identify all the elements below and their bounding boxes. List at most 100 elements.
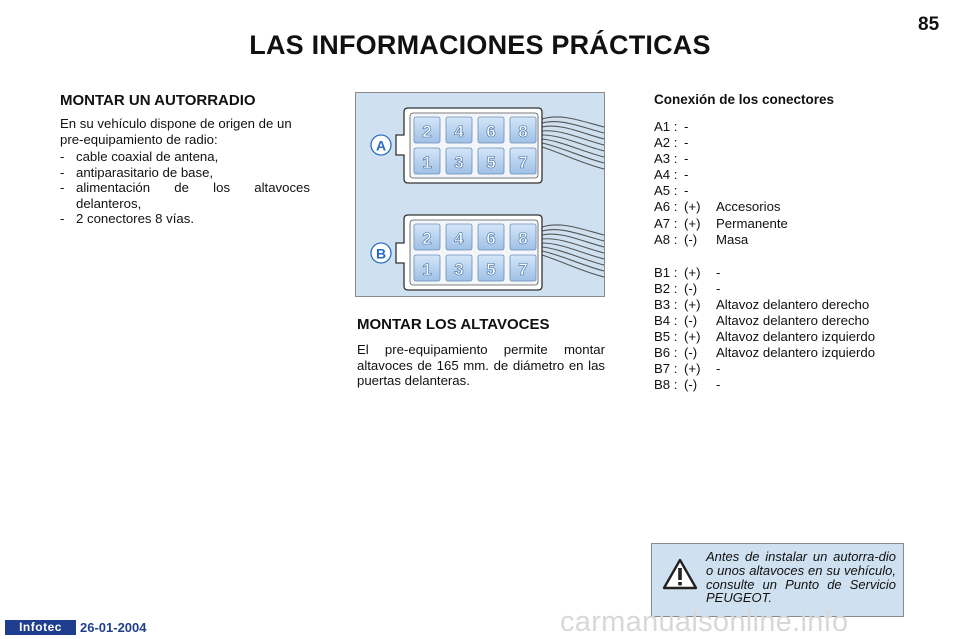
pin-a-2: 2	[422, 122, 431, 141]
conn-desc: -	[716, 264, 721, 280]
table-row: B7 : (+)-	[654, 361, 914, 377]
table-row: A3 :-	[654, 151, 914, 167]
table-row: A2 :-	[654, 135, 914, 151]
page-number: 85	[918, 14, 940, 35]
table-row: A8 :(-)Masa	[654, 232, 914, 248]
conn-polarity: (+)	[684, 361, 701, 377]
list-item: cable coaxial de antena,	[60, 149, 310, 165]
connector-diagram: 2 4 6 8 1 3 5 7 2 4 6 8 1 3 5 7 A B	[370, 107, 605, 291]
conn-id: B2 :	[654, 280, 678, 296]
connector-label-a-text: A	[376, 138, 386, 154]
conn-polarity: (-)	[684, 313, 698, 329]
connections-title: Conexión de los conectores	[654, 92, 835, 107]
connector-figure: 2 4 6 8 1 3 5 7 2 4 6 8 1 3 5 7 A B	[355, 92, 605, 297]
conn-id: B4 :	[654, 313, 678, 329]
conn-id: A4 :	[654, 167, 678, 183]
conn-desc: Altavoz delantero derecho	[716, 313, 870, 329]
pin-a-1: 1	[422, 153, 431, 172]
conn-polarity: (-)	[684, 280, 698, 296]
pin-b-1: 1	[422, 260, 431, 279]
pin-b-3: 3	[454, 260, 463, 279]
warning-triangle-icon	[662, 558, 698, 595]
list-item: antiparasitario de base,	[60, 165, 310, 181]
conn-desc: Accesorios	[716, 199, 781, 215]
conn-desc: Altavoz delantero derecho	[716, 296, 870, 312]
conn-id: A1 :	[654, 119, 678, 134]
conn-desc: -	[716, 280, 721, 296]
conn-polarity: -	[684, 183, 689, 199]
table-row: A7 : (+) Permanente	[654, 216, 914, 232]
table-row: A6 : (+) Accesorios	[654, 199, 914, 215]
conn-id: A8 :	[654, 231, 678, 247]
pin-b-5: 5	[486, 260, 495, 279]
conn-id: A3 :	[654, 151, 678, 167]
conn-polarity: -	[684, 119, 689, 134]
table-row: B2 : (-) -	[654, 281, 914, 297]
conn-polarity: (-)	[684, 377, 698, 393]
table-row: B1 : (+)-	[654, 265, 914, 281]
conn-desc: Masa	[716, 231, 749, 247]
pins-a	[413, 116, 537, 175]
conn-id: B7 :	[654, 361, 678, 377]
conn-polarity: (+)	[684, 329, 701, 345]
table-row: B6 : (-) Altavoz delantero izquierdo	[654, 345, 914, 361]
infotec-logo: Infotec	[5, 620, 76, 635]
conn-desc: -	[716, 361, 721, 377]
pin-a-7: 7	[518, 153, 527, 172]
wires-b	[541, 224, 605, 278]
warning-text: Antes de instalar un autorra-dio o unos …	[706, 549, 896, 606]
group-spacer	[654, 248, 914, 265]
conn-polarity: -	[684, 151, 689, 167]
wires-a	[541, 116, 605, 170]
radio-section-intro: En su vehículo dispone de origen de un p…	[60, 116, 292, 147]
conn-id: B6 :	[654, 345, 678, 361]
radio-section: MONTAR UN AUTORRADIO En su vehículo disp…	[60, 92, 310, 227]
connections-list: A1 :- A2 :- A3 :- A4 :- A5 :- A6 :(+)Acc…	[654, 119, 914, 394]
table-row: A4 :-	[654, 167, 914, 183]
speakers-section: MONTAR LOS ALTAVOCES El pre-equipamiento…	[357, 316, 605, 389]
conn-desc: Altavoz delantero izquierdo	[716, 329, 876, 345]
conn-id: B3 :	[654, 296, 678, 312]
pin-a-3: 3	[454, 153, 463, 172]
speakers-section-title: MONTAR LOS ALTAVOCES	[357, 316, 550, 333]
conn-id: A6 :	[654, 199, 678, 215]
conn-polarity: (+)	[684, 264, 701, 280]
conn-polarity: -	[684, 167, 689, 183]
conn-id: A5 :	[654, 183, 678, 199]
conn-desc: Permanente	[716, 215, 788, 231]
list-item: alimentación de los altavoces delanteros…	[60, 180, 310, 211]
table-row: B3 :(+)Altavoz delantero derecho	[654, 297, 914, 313]
watermark: carmanualsonline.info	[560, 606, 849, 638]
radio-equipment-list: cable coaxial de antena, antiparasitario…	[60, 149, 310, 227]
pin-b-7: 7	[518, 260, 527, 279]
list-item: 2 conectores 8 vías.	[60, 211, 310, 227]
pin-a-8: 8	[518, 122, 527, 141]
table-row: B5 :(+)Altavoz delantero izquierdo	[654, 329, 914, 345]
conn-polarity: (-)	[684, 345, 698, 361]
connector-label-b: B	[370, 242, 392, 264]
page-title: LAS INFORMACIONES PRÁCTICAS	[249, 30, 711, 60]
pins-b	[413, 223, 537, 282]
radio-section-title: MONTAR UN AUTORRADIO	[60, 92, 256, 109]
conn-id: B1 :	[654, 264, 678, 280]
warning-box	[651, 543, 904, 617]
pin-b-2: 2	[422, 229, 431, 248]
conn-id: A7 :	[654, 215, 678, 231]
table-row: B4 : (-) Altavoz delantero derecho	[654, 313, 914, 329]
speakers-section-text: El pre-equipamiento permite montar altav…	[357, 342, 605, 388]
connections-section: Conexión de los conectores A1 :- A2 :- A…	[654, 92, 914, 394]
conn-polarity: (+)	[684, 199, 701, 215]
conn-desc: Altavoz delantero izquierdo	[716, 345, 876, 361]
conn-polarity: -	[684, 135, 689, 151]
table-row: B8 :(-)-	[654, 377, 914, 393]
conn-id: A2 :	[654, 135, 678, 151]
pin-b-6: 6	[486, 229, 495, 248]
connector-label-b-text: B	[376, 246, 386, 262]
table-row: A5 :-	[654, 183, 914, 199]
pin-b-4: 4	[454, 229, 464, 248]
pin-a-4: 4	[454, 122, 464, 141]
footer-date: 26-01-2004	[80, 620, 147, 635]
connector-label-a: A	[370, 134, 392, 156]
conn-polarity: (+)	[684, 215, 701, 231]
pin-a-6: 6	[486, 122, 495, 141]
